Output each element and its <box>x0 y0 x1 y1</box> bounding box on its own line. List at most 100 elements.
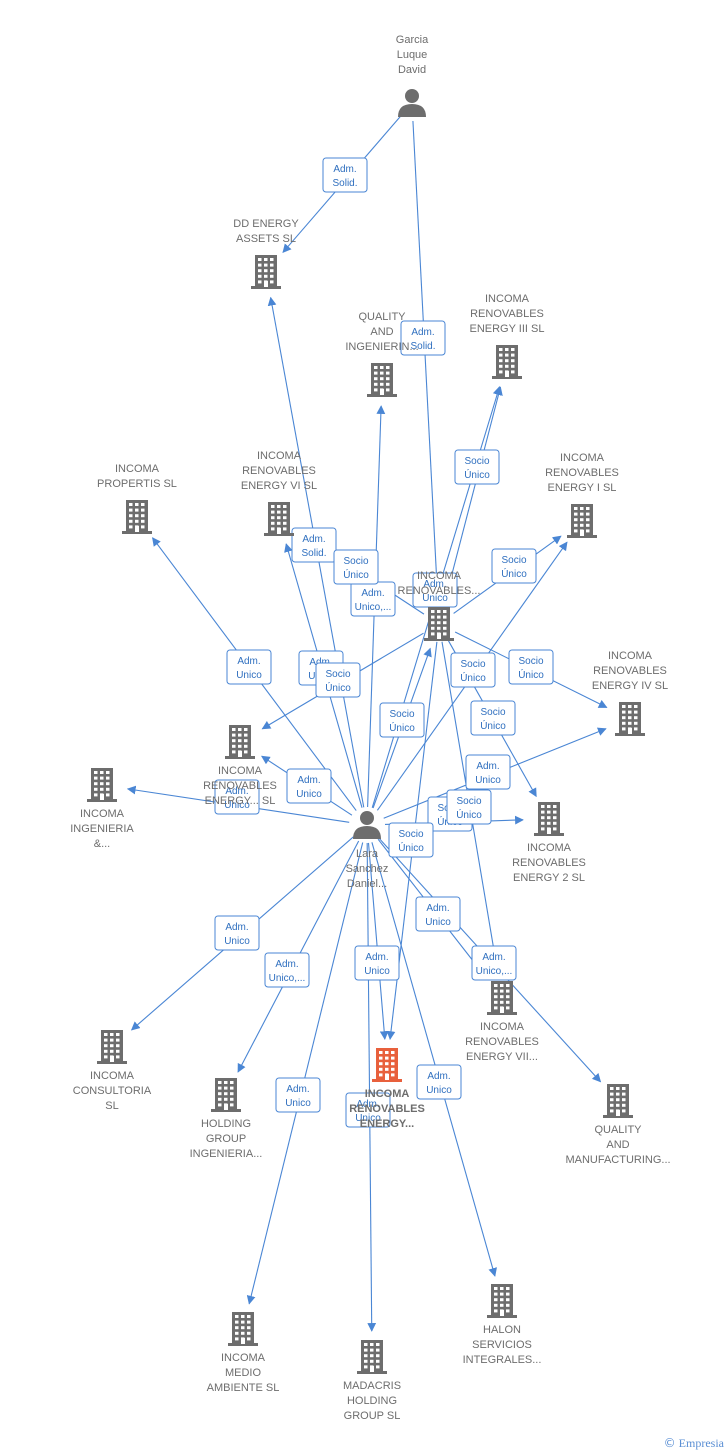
role-text: Único <box>464 468 490 481</box>
building-icon <box>225 725 255 759</box>
node-energy2[interactable]: INCOMA RENOVABLES ENERGY 2 SL <box>512 802 586 884</box>
building-icon <box>357 1340 387 1374</box>
node-label: MANUFACTURING... <box>565 1154 670 1166</box>
node-label: PROPERTIS SL <box>97 478 177 490</box>
node-label: INCOMA <box>221 1352 266 1364</box>
role-badge-lara-to-quality_man[interactable]: Adm.Unico <box>415 896 461 932</box>
edge-lara-to-medio <box>246 842 364 1305</box>
node-ingenieria[interactable]: INCOMA INGENIERIA &... <box>70 768 134 850</box>
role-badge-lara-to-consultoria[interactable]: Adm.Unico <box>214 915 260 951</box>
role-text: Unico <box>422 593 448 604</box>
role-badge-lara-to-dd[interactable]: Adm.Solid. <box>291 527 337 563</box>
role-badge-lara-to-halon[interactable]: Adm.Unico <box>416 1064 462 1100</box>
node-label: SERVICIOS <box>472 1339 532 1351</box>
node-main[interactable]: INCOMARENOVABLESENERGY... <box>349 1048 425 1130</box>
node-halon[interactable]: HALONSERVICIOSINTEGRALES... <box>463 1284 542 1366</box>
building-icon <box>534 802 564 836</box>
node-label: INCOMA <box>218 765 263 777</box>
role-text: Adm. <box>361 588 384 599</box>
role-badge-garcia-to-dd[interactable]: Adm.Solid. <box>322 157 368 193</box>
node-label: &... <box>94 838 111 850</box>
role-text: Unico <box>236 670 262 681</box>
person-icon <box>353 811 381 839</box>
role-text: Adm. <box>225 786 248 797</box>
role-text: Socio <box>464 456 489 467</box>
node-quality_man[interactable]: QUALITYANDMANUFACTURING... <box>565 1084 671 1166</box>
node-holding_group[interactable]: HOLDINGGROUPINGENIERIA... <box>190 1078 263 1160</box>
node-label: INCOMA <box>560 452 605 464</box>
building-icon <box>122 500 152 534</box>
footer-brand[interactable]: © Empresia <box>664 1436 724 1451</box>
role-badge-lara-to-energy7[interactable]: Adm.Unico,... <box>471 945 517 981</box>
node-quality_ing[interactable]: QUALITYANDINGENIERIN... <box>345 311 419 397</box>
role-text: Único <box>389 721 415 734</box>
role-text: Unico <box>475 775 501 786</box>
node-label: INTEGRALES... <box>463 1354 542 1366</box>
node-label: INCOMA <box>80 808 125 820</box>
node-label: INCOMA <box>527 842 572 854</box>
role-text: Único <box>456 808 482 821</box>
role-badge-garcia-to-renovables_c[interactable]: Adm.Solid. <box>400 320 446 356</box>
node-label: INCOMA <box>365 1088 410 1100</box>
role-badge-lara-to-ingenieria[interactable]: Adm.Unico <box>214 779 260 815</box>
role-badge-lara-to-energy4[interactable]: Adm. Unico <box>465 754 511 790</box>
role-badge-lara-to-madacris[interactable]: Adm.Unico <box>345 1092 391 1128</box>
role-text: Unico,... <box>269 973 306 984</box>
role-text: Adm. <box>476 761 499 772</box>
role-badge-lara-to-holding_group[interactable]: Adm.Unico,... <box>264 952 310 988</box>
role-badge-lara-to-main[interactable]: Adm.Unico <box>354 945 400 981</box>
node-label: RENOVABLES <box>465 1036 539 1048</box>
node-label: INGENIERIA <box>70 823 134 835</box>
building-icon <box>228 1312 258 1346</box>
node-label: ENERGY I SL <box>548 482 617 494</box>
role-text: Socio <box>325 669 350 680</box>
node-label: GROUP SL <box>344 1410 401 1422</box>
role-badge-lara-to-medio[interactable]: Adm.Unico <box>275 1077 321 1113</box>
node-label: RENOVABLES <box>593 665 667 677</box>
building-icon <box>372 1048 402 1082</box>
role-text: Único <box>398 841 424 854</box>
role-text: Socio <box>389 709 414 720</box>
node-label: RENOVABLES <box>545 467 619 479</box>
node-label: ENERGY 2 SL <box>513 872 585 884</box>
role-badge-lara-to-ren_energy[interactable]: Adm.Unico <box>286 768 332 804</box>
building-icon <box>615 702 645 736</box>
node-label: INCOMA <box>417 570 462 582</box>
node-lara[interactable]: LaraSanchezDaniel... <box>346 811 389 890</box>
node-label: ASSETS SL <box>236 233 296 245</box>
node-renovables_c[interactable]: INCOMARENOVABLES... <box>398 570 481 641</box>
role-text: Adm. <box>482 952 505 963</box>
node-label: INCOMA <box>90 1070 135 1082</box>
role-badge-lara-to-propertis[interactable]: Adm.Unico <box>226 649 272 685</box>
role-text: Unico <box>355 1113 381 1124</box>
role-badge-lara-to-quality_ing[interactable]: Adm.Unico,... <box>350 581 396 617</box>
building-icon <box>367 363 397 397</box>
node-energy1[interactable]: INCOMA RENOVABLES ENERGY I SL <box>545 452 619 538</box>
building-icon <box>264 502 294 536</box>
building-icon <box>87 768 117 802</box>
node-label: RENOVABLES <box>512 857 586 869</box>
